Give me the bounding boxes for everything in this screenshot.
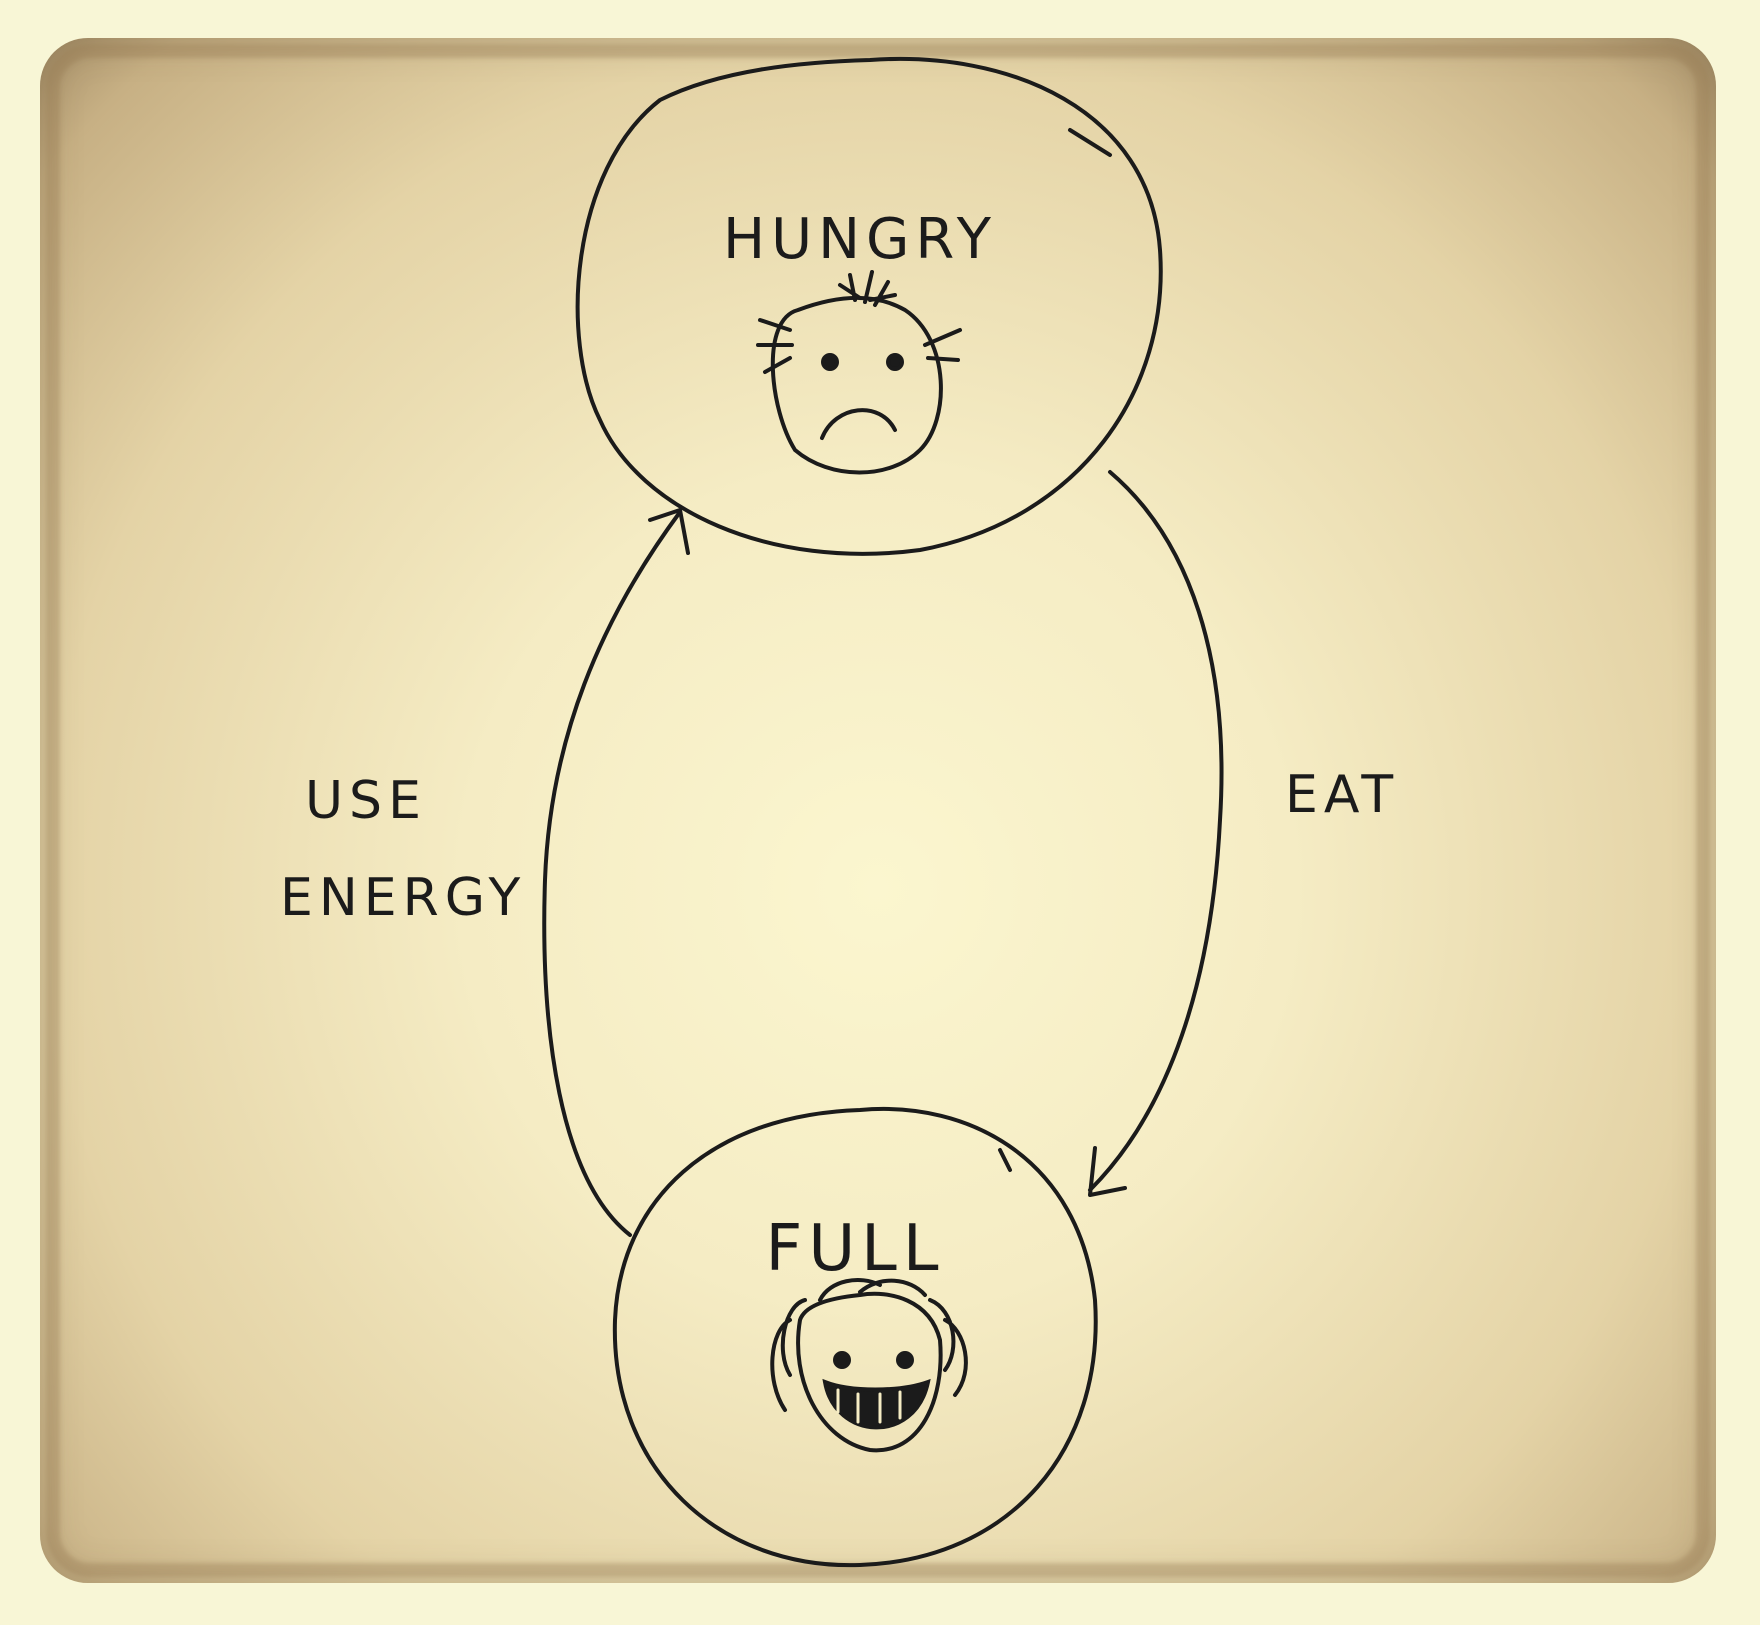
edge-use-energy <box>542 508 690 1237</box>
use-energy-arrow-path <box>542 510 682 1237</box>
full-circle <box>612 1107 1098 1568</box>
use-energy-label-line1: USE <box>305 771 427 831</box>
happy-face-icon <box>770 1278 968 1453</box>
edge-eat <box>1088 470 1224 1197</box>
photo-frame <box>40 38 1716 1583</box>
frame-edge <box>46 44 1710 1577</box>
sad-face-icon <box>756 270 962 475</box>
full-label: FULL <box>766 1212 945 1286</box>
use-energy-arrowhead <box>648 508 690 555</box>
use-energy-label-line2: ENERGY <box>280 868 526 928</box>
hungry-circle <box>575 57 1163 556</box>
eat-arrow-path <box>1088 470 1224 1192</box>
eat-label: EAT <box>1285 765 1399 825</box>
hungry-label: HUNGRY <box>723 207 997 272</box>
eat-arrowhead <box>1088 1146 1127 1197</box>
node-full: FULL <box>612 1107 1098 1568</box>
node-hungry: HUNGRY <box>575 57 1163 556</box>
